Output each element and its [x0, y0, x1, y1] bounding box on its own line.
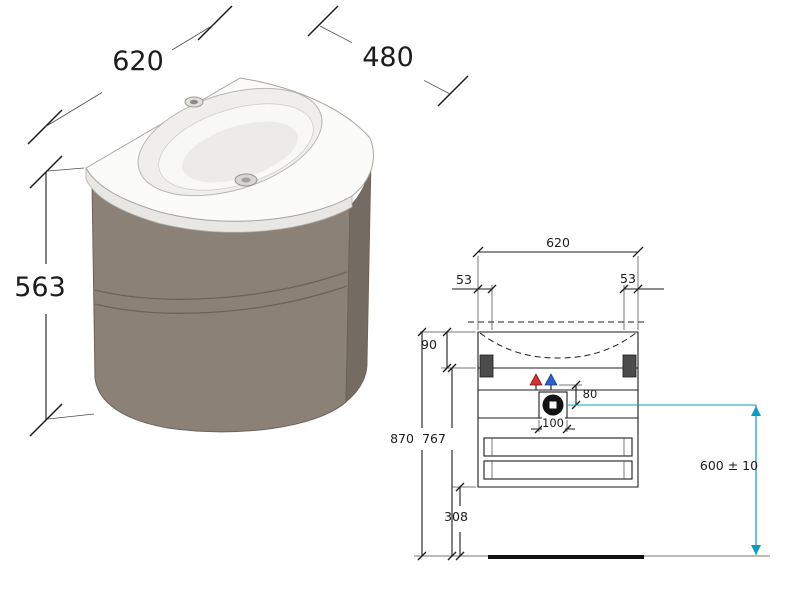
iso-height-label: 563 — [14, 272, 66, 303]
offset-right-dimension: 53 — [619, 271, 664, 330]
drawer-divider-line-2 — [94, 285, 348, 314]
valve-offset-label: 80 — [583, 387, 598, 401]
front-view: 620 53 53 90 — [390, 235, 770, 561]
dim-line — [423, 80, 451, 95]
dim-tick — [29, 155, 63, 189]
basin-dashed-profile — [479, 332, 637, 359]
drain-height-dimension: 600 ± 10 — [568, 404, 761, 555]
valve-offset-dimension: 80 — [559, 380, 598, 410]
dim-tick — [447, 551, 457, 561]
overall-height-label: 870 — [390, 431, 414, 446]
vanity-cabinet-side — [345, 161, 372, 403]
dim-line — [171, 23, 216, 51]
drawer-divider-line-1 — [94, 271, 348, 300]
mounting-bracket-right — [622, 354, 637, 378]
mounting-bracket-left — [479, 354, 494, 378]
iso-depth-label: 480 — [362, 42, 414, 73]
drain-trap-opening — [549, 401, 557, 409]
dim-tick — [473, 284, 483, 294]
hot-water-valve-icon — [529, 373, 543, 386]
dim-tick — [29, 403, 63, 437]
cold-water-valve-icon — [544, 373, 558, 386]
dim-tick — [534, 424, 544, 434]
iso-height-dimension: 563 — [14, 155, 95, 437]
under-clearance-dimension: 308 — [444, 482, 476, 561]
dim-tick — [632, 246, 644, 258]
dim-label-backing — [542, 417, 565, 430]
dim-tick — [571, 380, 581, 390]
dim-tick — [437, 75, 469, 107]
dim-tick — [472, 246, 484, 258]
arrow-down-icon — [751, 545, 761, 555]
offset-left-dimension: 53 — [452, 272, 497, 330]
iso-view: 620 480 563 — [14, 5, 469, 437]
iso-width-dimension: 620 — [27, 5, 233, 145]
offset-right-label: 53 — [620, 271, 636, 286]
dim-tick — [417, 327, 427, 337]
iso-width-label: 620 — [112, 46, 164, 77]
dim-tick — [442, 327, 452, 337]
front-width-label: 620 — [546, 235, 570, 250]
arrow-up-icon — [751, 406, 761, 416]
drain-cap-center — [241, 177, 251, 183]
overall-height-dimension: 870 — [390, 327, 427, 561]
dim-ext-line — [47, 413, 95, 420]
dim-tick — [487, 284, 497, 294]
front-cabinet-outline — [477, 331, 639, 488]
dim-tick — [633, 284, 643, 294]
faucet-hole-center — [190, 99, 198, 105]
under-clearance-label: 308 — [444, 509, 468, 524]
top-inset-dimension: 90 — [420, 327, 476, 373]
dim-tick — [562, 424, 572, 434]
iso-depth-dimension: 480 — [307, 5, 469, 107]
dim-line — [319, 25, 353, 44]
front-width-dimension: 620 — [472, 235, 644, 330]
drawer-box-top — [483, 437, 633, 457]
basin-bowl-bottom — [182, 121, 298, 183]
dim-tick — [447, 363, 457, 373]
carcass-height-dimension: 767 — [422, 363, 457, 561]
drain-height-label: 600 ± 10 — [700, 458, 758, 473]
dim-line — [44, 92, 103, 128]
dim-tick — [417, 551, 427, 561]
dim-tick — [455, 482, 465, 492]
trap-width-dimension: 100 — [531, 416, 575, 434]
top-inset-label: 90 — [421, 337, 437, 352]
dim-tick — [619, 284, 629, 294]
dim-tick — [455, 551, 465, 561]
carcass-height-label: 767 — [422, 431, 446, 446]
dim-tick — [307, 5, 339, 37]
offset-left-label: 53 — [456, 272, 472, 287]
dim-tick — [442, 363, 452, 373]
drawer-box-bottom — [483, 460, 633, 480]
dim-tick — [197, 5, 233, 41]
dim-ext-line — [47, 167, 85, 172]
trap-width-label: 100 — [542, 416, 564, 430]
